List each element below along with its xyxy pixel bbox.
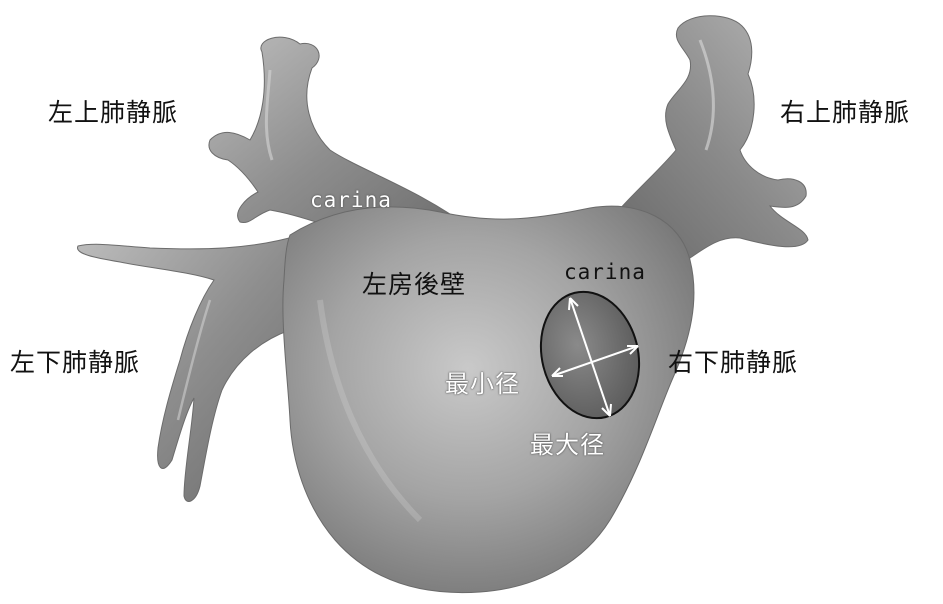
- label-left-inferior-pv: 左下肺静脈: [10, 350, 140, 375]
- label-min-diameter: 最小径: [445, 372, 520, 396]
- label-posterior-wall: 左房後壁: [362, 272, 466, 297]
- label-max-diameter: 最大径: [530, 433, 605, 457]
- label-right-superior-pv: 右上肺静脈: [780, 100, 910, 125]
- label-carina-left: carina: [310, 190, 392, 211]
- label-carina-right: carina: [564, 262, 646, 283]
- label-left-superior-pv: 左上肺静脈: [48, 100, 178, 125]
- label-right-inferior-pv: 右下肺静脈: [668, 350, 798, 375]
